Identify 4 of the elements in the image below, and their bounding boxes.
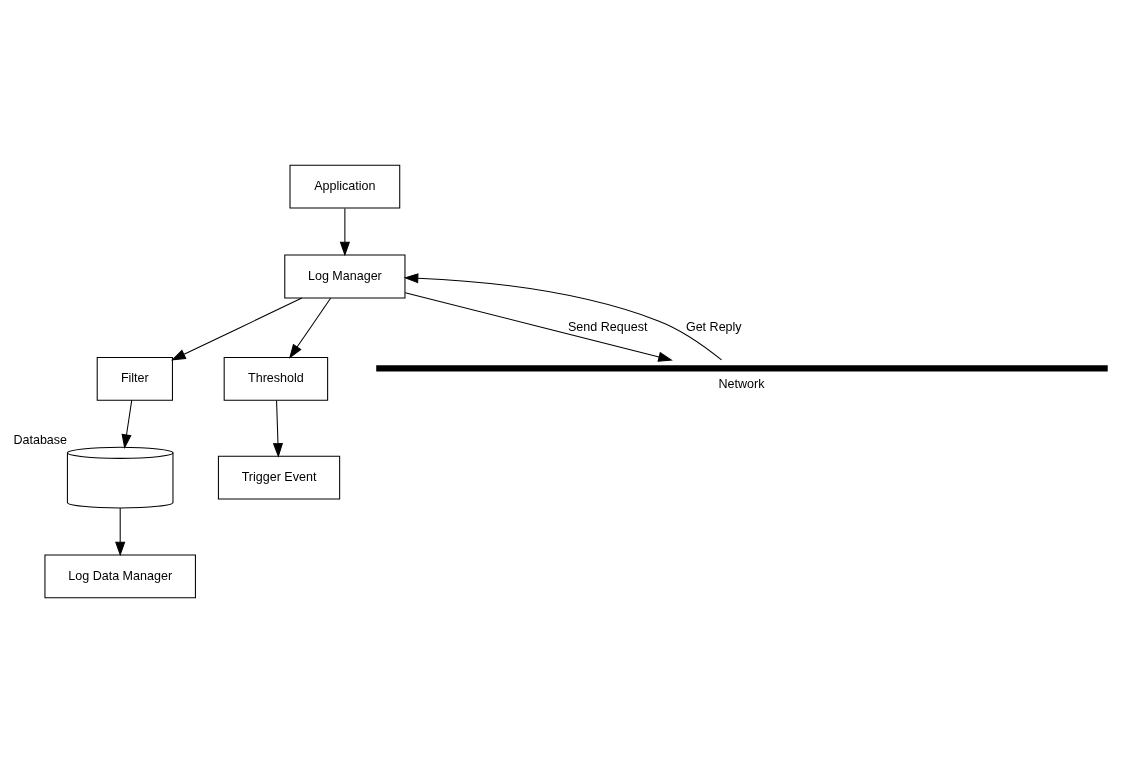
node-label: Network [718,376,765,391]
node-label: Database [13,432,68,447]
edge-label: Send Request [567,319,648,334]
edge-label: Get Reply [685,319,742,334]
